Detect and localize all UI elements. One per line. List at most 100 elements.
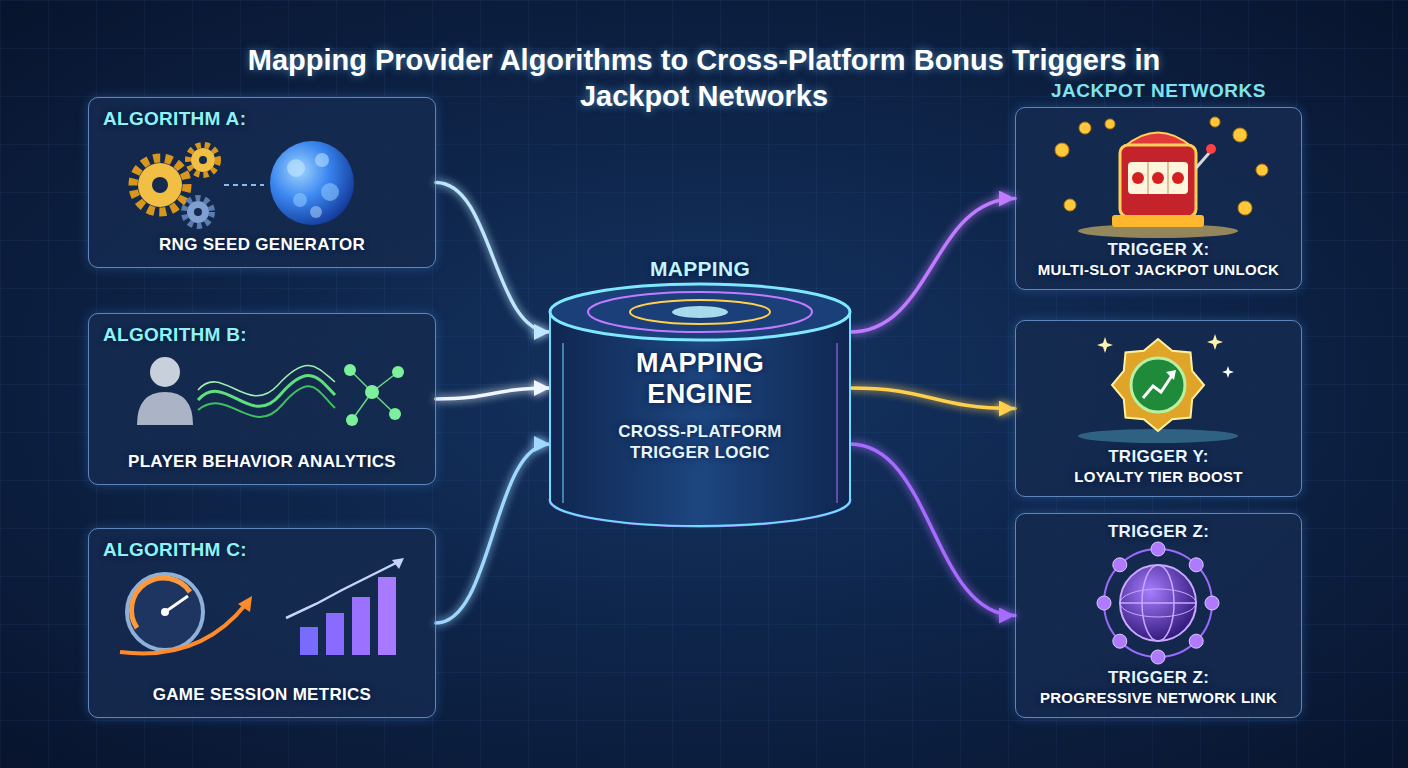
- network-node: [389, 408, 401, 420]
- swoosh-arrow: [238, 596, 252, 612]
- bubble: [287, 159, 305, 177]
- ring-node: [1151, 650, 1165, 664]
- reel-divider: [1147, 162, 1149, 194]
- boost-arrow: [1166, 370, 1176, 380]
- network-node: [346, 414, 358, 426]
- slot-lever: [1206, 144, 1216, 154]
- cylinder-ring: [630, 300, 770, 324]
- gauge-arc: [131, 578, 190, 628]
- diagram-title: Mapping Provider Algorithms to Cross-Pla…: [229, 42, 1179, 114]
- bar: [300, 627, 318, 655]
- cylinder-stripe: [562, 343, 564, 503]
- cylinder-ring: [588, 292, 812, 332]
- gauge-icon: [127, 574, 203, 650]
- box-label: MULTI-SLOT JACKPOT UNLOCK: [1026, 261, 1291, 279]
- process-box: TRIGGER Y:LOYALTY TIER BOOST: [1015, 320, 1302, 497]
- bubble: [315, 153, 329, 167]
- cylinder-top: [550, 284, 850, 340]
- ring-node: [1113, 634, 1127, 648]
- bar: [378, 577, 396, 655]
- globe-icon: [1120, 565, 1196, 641]
- box-label: GAME SESSION METRICS: [103, 685, 421, 705]
- cylinder-core: [672, 306, 728, 318]
- flow-arrow: [436, 444, 550, 623]
- sparkle: [1097, 337, 1113, 353]
- gear-icon: [138, 163, 182, 207]
- process-box: TRIGGER Z:TRIGGER Z:PROGRESSIVE NETWORK …: [1015, 513, 1302, 718]
- cylinder-stripe: [836, 343, 838, 503]
- box-heading: ALGORITHM C:: [103, 539, 421, 562]
- panel-fill: [1015, 320, 1302, 497]
- title-wrap: Mapping Provider Algorithms to Cross-Pla…: [229, 42, 1179, 114]
- flow-arrow: [436, 183, 550, 333]
- gauge-needle: [165, 596, 188, 612]
- coin: [1079, 122, 1091, 134]
- coin: [1055, 143, 1069, 157]
- gear-hole: [194, 208, 202, 216]
- coin: [1256, 164, 1268, 176]
- box-label: MAPPING ENGINE: [585, 348, 815, 410]
- coin: [1233, 128, 1247, 142]
- panel-fill: [88, 97, 436, 268]
- slot-lever: [1196, 152, 1210, 168]
- box-label: PLAYER BEHAVIOR ANALYTICS: [103, 452, 421, 472]
- person-icon: [150, 357, 180, 387]
- panel-fill: [88, 528, 436, 718]
- gear-icon: [191, 148, 215, 172]
- box-heading: TRIGGER X:: [1026, 240, 1291, 260]
- coin: [1105, 119, 1115, 129]
- box-label: PROGRESSIVE NETWORK LINK: [1026, 689, 1291, 707]
- globe-line: [1120, 602, 1196, 604]
- process-box: ALGORITHM C: GAME SESSION METRICS: [88, 528, 436, 718]
- box-heading: MAPPING: [585, 256, 815, 281]
- gear-icon: [188, 145, 218, 175]
- gear-hole: [199, 156, 207, 164]
- sparkle: [1207, 334, 1223, 350]
- trend-line: [286, 562, 398, 618]
- ring-node: [1097, 596, 1111, 610]
- box-heading: TRIGGER Y:: [1026, 447, 1291, 467]
- cylinder-node: MAPPING MAPPING ENGINE CROSS-PLATFORM TRIG…: [545, 248, 855, 528]
- gear-icon: [187, 201, 209, 223]
- ring-node: [1205, 596, 1219, 610]
- boost-arrow: [1143, 374, 1173, 398]
- box-label: CROSS-PLATFORM TRIGGER LOGIC: [585, 422, 815, 463]
- ring-node: [1189, 634, 1203, 648]
- trend-line: [392, 558, 404, 569]
- bubble: [293, 193, 307, 207]
- wave-line: [198, 386, 335, 417]
- label-wrap: JACKPOT NETWORKS: [1015, 80, 1302, 103]
- box-heading: ALGORITHM B:: [103, 324, 421, 347]
- network-node: [365, 385, 379, 399]
- process-box: ALGORITHM A:RNG SEED GENERATOR: [88, 97, 436, 268]
- coin: [1238, 201, 1252, 215]
- bubble: [310, 206, 322, 218]
- panel-fill: [1015, 513, 1302, 718]
- badge-icon: [1112, 339, 1204, 431]
- sparkle: [1222, 366, 1234, 378]
- gear-hole: [152, 177, 168, 193]
- slot-machine: [1120, 145, 1196, 217]
- flow-arrow: [850, 444, 1015, 616]
- reel-symbol: [1132, 172, 1144, 184]
- bar: [352, 597, 370, 655]
- network-node: [344, 364, 356, 376]
- swoosh-arrow: [120, 604, 246, 653]
- process-box: TRIGGER X:MULTI-SLOT JACKPOT UNLOCK: [1015, 107, 1302, 290]
- coin: [1210, 117, 1220, 127]
- bubble: [321, 183, 339, 201]
- panel-fill: [1015, 107, 1302, 290]
- panel-fill: [88, 313, 436, 485]
- flow-arrow: [850, 199, 1015, 333]
- link-line: [224, 184, 264, 186]
- box-heading: TRIGGER Z:: [1026, 522, 1291, 542]
- globe-line: [1120, 589, 1196, 617]
- bar: [326, 613, 344, 655]
- gauge-hub: [161, 608, 169, 616]
- person-icon: [137, 392, 193, 425]
- ring-node: [1113, 558, 1127, 572]
- seed-sphere: [270, 141, 354, 225]
